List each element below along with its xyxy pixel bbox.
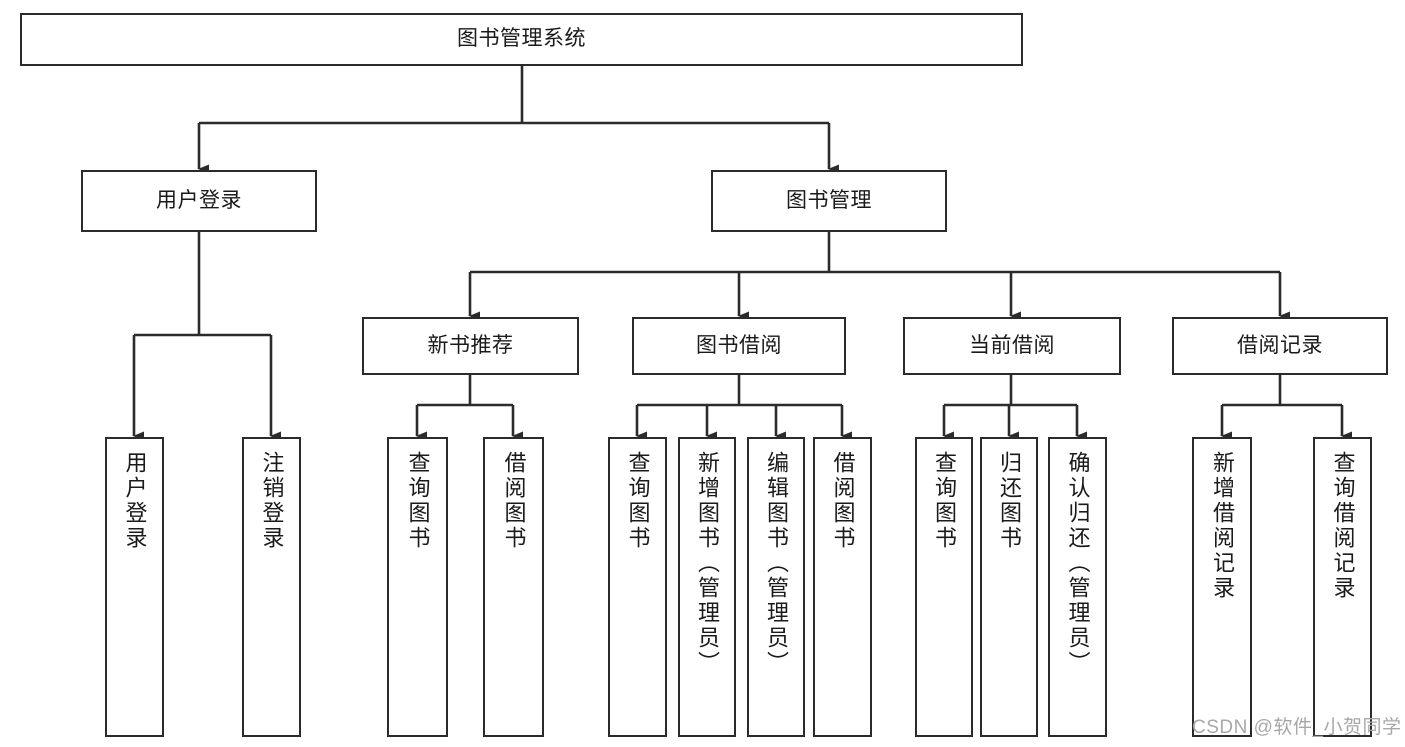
node-leaf-3-label: 借阅图书	[501, 451, 527, 551]
node-leaf-9[interactable]: 归还图书	[980, 437, 1038, 737]
node-leaf-0[interactable]: 用户登录	[105, 437, 164, 737]
watermark-text: CSDN @软件_小贺同学	[1192, 717, 1402, 738]
node-leaf-5[interactable]: 新增图书（管理员）	[678, 437, 736, 737]
node-leaf-3[interactable]: 借阅图书	[483, 437, 544, 737]
node-level2-1[interactable]: 图书管理	[711, 170, 947, 232]
node-level3-0[interactable]: 新书推荐	[362, 317, 579, 375]
node-level2-1-label: 图书管理	[786, 188, 872, 212]
node-level2-0-label: 用户登录	[156, 188, 242, 212]
node-level3-2-label: 当前借阅	[969, 333, 1055, 357]
node-leaf-2-label: 查询图书	[405, 451, 431, 551]
node-leaf-6[interactable]: 编辑图书（管理员）	[747, 437, 805, 737]
node-level3-0-label: 新书推荐	[427, 333, 514, 357]
node-level3-3-label: 借阅记录	[1237, 333, 1323, 357]
node-level3-3[interactable]: 借阅记录	[1172, 317, 1388, 375]
node-leaf-5-label: 新增图书（管理员）	[694, 451, 720, 676]
node-leaf-1-label: 注销登录	[259, 451, 285, 551]
node-root-label: 图书管理系统	[457, 27, 586, 51]
node-level2-0[interactable]: 用户登录	[81, 170, 317, 232]
node-leaf-4[interactable]: 查询图书	[608, 437, 667, 737]
node-root[interactable]: 图书管理系统	[20, 13, 1023, 66]
node-leaf-10-label: 确认归还（管理员）	[1065, 451, 1091, 676]
node-leaf-2[interactable]: 查询图书	[387, 437, 448, 737]
node-leaf-4-label: 查询图书	[625, 451, 651, 551]
node-leaf-8-label: 查询图书	[931, 451, 957, 551]
node-leaf-0-label: 用户登录	[122, 451, 148, 551]
node-level3-1-label: 图书借阅	[696, 333, 782, 357]
node-leaf-1[interactable]: 注销登录	[242, 437, 301, 737]
node-level3-2[interactable]: 当前借阅	[903, 317, 1121, 375]
node-level3-1[interactable]: 图书借阅	[632, 317, 846, 375]
node-leaf-10[interactable]: 确认归还（管理员）	[1048, 437, 1107, 737]
node-leaf-12-label: 查询借阅记录	[1330, 451, 1356, 601]
node-leaf-11[interactable]: 新增借阅记录	[1192, 437, 1252, 737]
node-leaf-9-label: 归还图书	[996, 451, 1022, 551]
node-leaf-11-label: 新增借阅记录	[1209, 451, 1235, 601]
node-leaf-12[interactable]: 查询借阅记录	[1313, 437, 1372, 737]
node-leaf-7-label: 借阅图书	[830, 451, 856, 551]
node-leaf-8[interactable]: 查询图书	[915, 437, 973, 737]
node-leaf-6-label: 编辑图书（管理员）	[763, 451, 789, 676]
node-leaf-7[interactable]: 借阅图书	[813, 437, 872, 737]
